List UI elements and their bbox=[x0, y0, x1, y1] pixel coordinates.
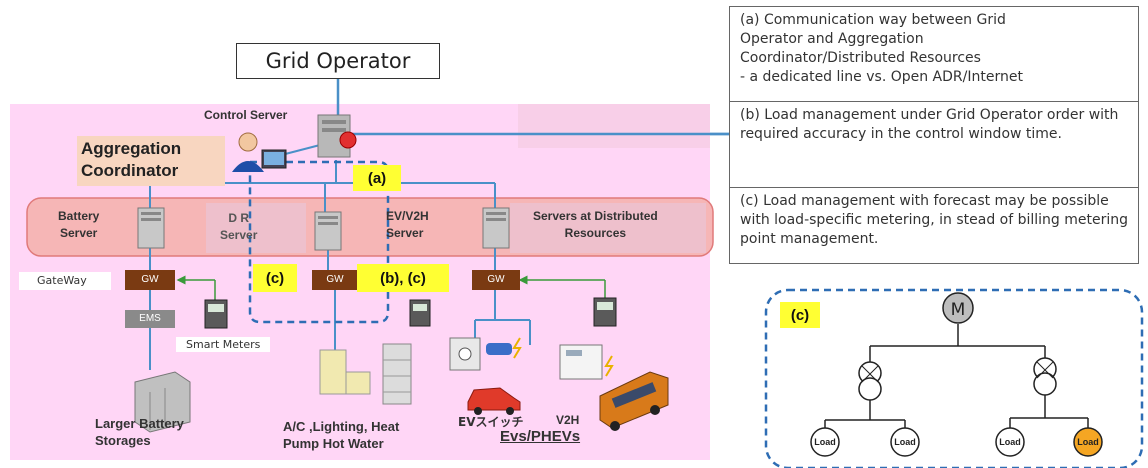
ems-label: EMS bbox=[139, 313, 161, 324]
aggregation-area-top-right bbox=[518, 104, 710, 148]
battery-storage-icon bbox=[134, 371, 191, 433]
ev-car-icon bbox=[467, 387, 521, 415]
gw-label-dr: GW bbox=[326, 274, 344, 285]
highlight-a: (a) bbox=[353, 165, 401, 191]
appliance-icon bbox=[319, 343, 412, 405]
distributed-server-label: Servers at Distributed Resources bbox=[533, 209, 658, 240]
load-circle-1 bbox=[810, 427, 840, 457]
ev-v2h-server-label: EV/V2H Server bbox=[386, 209, 429, 240]
control-server-label: Control Server bbox=[204, 108, 288, 122]
inset-highlight-c: (c) bbox=[780, 302, 820, 328]
inset-tree bbox=[824, 324, 1089, 430]
battery-server-icon bbox=[137, 207, 165, 249]
distributed-band-shade bbox=[510, 203, 706, 253]
control-server-icon bbox=[317, 114, 357, 158]
transformer-icon-left bbox=[858, 361, 882, 401]
gw-box-battery bbox=[125, 270, 175, 290]
grid-operator-box: Grid Operator bbox=[236, 43, 440, 79]
distributed-server-icon bbox=[482, 207, 510, 249]
battery-server-label: Battery Server bbox=[58, 209, 100, 240]
dr-band-shade bbox=[206, 203, 306, 253]
load-circle-4 bbox=[1073, 427, 1103, 457]
evs-caption: Evs/PHEVs bbox=[500, 428, 581, 445]
load-label-2: Load bbox=[894, 437, 916, 447]
ev-charger-icon bbox=[449, 337, 522, 371]
meter-label: M bbox=[951, 300, 966, 320]
battery-storage-caption: Larger Battery Storages bbox=[95, 416, 184, 448]
load-label-3: Load bbox=[999, 437, 1021, 447]
smart-meter-icon-3 bbox=[593, 297, 617, 327]
gw-label-battery: GW bbox=[141, 274, 159, 285]
operator-person-icon bbox=[232, 132, 287, 172]
gw-box-dr bbox=[312, 270, 358, 290]
dr-server-label: D R Server bbox=[220, 211, 258, 242]
ev-switch-caption: EVスイッチ bbox=[458, 415, 524, 429]
appliance-caption: A/C ,Lighting, Heat Pump Hot Water bbox=[283, 419, 400, 451]
note-a: (a) Communication way between Grid Opera… bbox=[729, 6, 1139, 101]
gateway-label: GateWay bbox=[19, 272, 111, 290]
note-b: (b) Load management under Grid Operator … bbox=[729, 101, 1139, 187]
highlight-bc: (b), (c) bbox=[357, 264, 449, 292]
smart-meter-icon-1 bbox=[204, 299, 228, 329]
v2h-caption: V2H bbox=[556, 413, 580, 427]
gw-label-distributed: GW bbox=[487, 274, 505, 285]
smart-meter-icon-2 bbox=[409, 299, 431, 327]
ems-box bbox=[125, 310, 175, 328]
load-label-4: Load bbox=[1077, 437, 1099, 447]
load-circle-3 bbox=[995, 427, 1025, 457]
aggregation-coordinator-label: Aggregation Coordinator bbox=[77, 136, 225, 186]
gw-box-distributed bbox=[472, 270, 520, 290]
load-circle-2 bbox=[890, 427, 920, 457]
smart-meters-label: Smart Meters bbox=[176, 337, 271, 352]
meter-circle bbox=[942, 292, 974, 324]
note-c: (c) Load management with forecast may be… bbox=[729, 187, 1139, 264]
v2h-unit-icon bbox=[559, 344, 614, 380]
dashed-control-boundary bbox=[248, 160, 390, 324]
ev-bus-icon bbox=[599, 371, 669, 431]
inset-dashed-box bbox=[764, 288, 1144, 468]
highlight-c: (c) bbox=[253, 264, 297, 292]
load-label-1: Load bbox=[814, 437, 836, 447]
dr-server-icon bbox=[314, 211, 342, 251]
transformer-icon-right bbox=[1033, 357, 1057, 396]
